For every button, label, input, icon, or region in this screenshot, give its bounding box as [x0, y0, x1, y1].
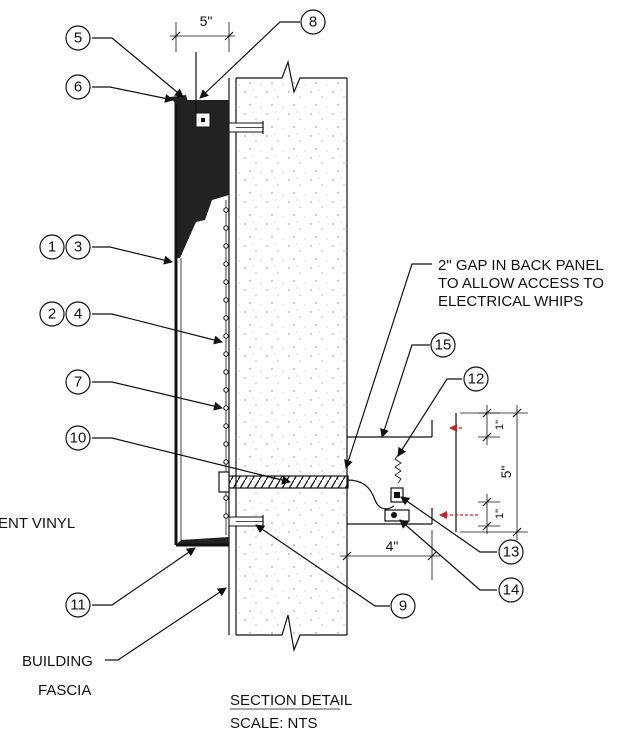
callout-1: 1	[39, 234, 65, 260]
dimension-top-width: 5"	[170, 13, 235, 52]
leader-lines	[92, 21, 497, 661]
dimension-top-width-text: 5"	[200, 13, 213, 29]
callout-2: 2	[39, 301, 65, 327]
dimension-upper-offset-text: 1"	[494, 420, 506, 430]
svg-text:12: 12	[468, 371, 485, 388]
fascia-label-line2: FASCIA	[38, 682, 91, 699]
dimension-box-height-text: 5"	[498, 466, 514, 479]
callout-6: 6	[65, 74, 91, 100]
svg-text:6: 6	[74, 79, 82, 96]
concrete-wall	[236, 59, 348, 653]
svg-text:2: 2	[48, 306, 56, 323]
scale-label: SCALE: NTS	[230, 715, 318, 732]
section-title: SECTION DETAIL	[230, 692, 352, 709]
gap-note-line1: 2" GAP IN BACK PANEL	[438, 257, 604, 274]
dimension-standoff: 4"	[340, 530, 440, 580]
svg-text:4: 4	[74, 306, 82, 323]
dimension-standoff-text: 4"	[386, 538, 399, 554]
callout-5: 5	[65, 25, 91, 51]
dimension-box-height: 5"	[460, 405, 528, 540]
callout-13: 13	[498, 539, 524, 565]
svg-text:7: 7	[74, 374, 82, 391]
svg-text:9: 9	[399, 598, 407, 615]
callout-10: 10	[65, 425, 91, 451]
callout-7: 7	[65, 369, 91, 395]
raceway-box	[195, 52, 211, 128]
callout-15: 15	[430, 332, 456, 358]
dimension-lower-offset-text: 1"	[494, 509, 506, 519]
vinyl-note: ENT VINYL	[0, 515, 75, 532]
callout-12: 12	[463, 366, 489, 392]
svg-text:15: 15	[435, 337, 452, 354]
gap-note-line2: TO ALLOW ACCESS TO	[438, 275, 604, 292]
callout-8: 8	[300, 9, 326, 35]
svg-text:13: 13	[503, 544, 520, 561]
callout-14: 14	[498, 577, 524, 603]
dimension-upper-offset: 1"	[478, 405, 506, 445]
svg-text:3: 3	[74, 239, 82, 256]
svg-text:1: 1	[48, 239, 56, 256]
callout-9: 9	[390, 593, 416, 619]
svg-text:14: 14	[503, 582, 520, 599]
building-fascia	[228, 78, 237, 635]
callout-3: 3	[65, 234, 91, 260]
fascia-label-line1: BUILDING	[22, 653, 93, 670]
sign-cabinet	[170, 95, 229, 547]
callout-11: 11	[65, 592, 91, 618]
gap-note-line3: ELECTRICAL WHIPS	[438, 293, 583, 310]
electrical-box	[346, 413, 457, 532]
anchor-fastener-upper	[228, 121, 264, 134]
red-arrows	[439, 424, 478, 519]
dimension-lower-offset: 1"	[478, 494, 506, 534]
svg-text:5: 5	[74, 30, 82, 47]
svg-text:8: 8	[309, 14, 317, 31]
svg-text:11: 11	[70, 597, 86, 614]
svg-text:10: 10	[70, 430, 87, 447]
callout-4: 4	[65, 301, 91, 327]
